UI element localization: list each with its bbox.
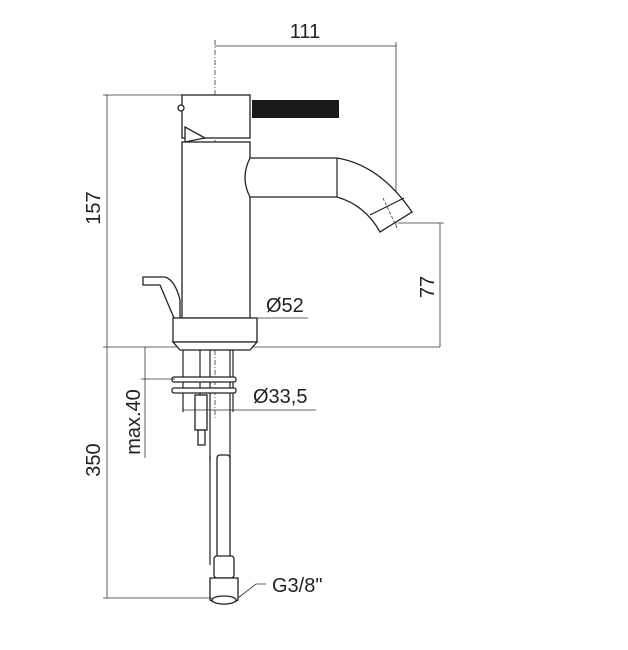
dim-max-deck-label: max.40 — [123, 389, 145, 455]
dim-base-diameter: Ø52 — [173, 295, 308, 319]
dim-shank-diameter-label: Ø33,5 — [253, 386, 307, 408]
dim-base-diameter-label: Ø52 — [266, 295, 304, 317]
body-cylinder — [181, 141, 251, 319]
dim-hose-length: 350 — [83, 347, 212, 599]
dim-hose-length-label: 350 — [83, 443, 105, 476]
base-ring — [172, 317, 258, 343]
callout-hose-connection: G3/8" — [237, 575, 322, 599]
dim-shank-diameter: Ø33,5 — [183, 386, 316, 411]
under-deck-assembly — [171, 350, 239, 605]
flexible-hose — [216, 454, 231, 566]
handle-hub — [181, 94, 251, 139]
dim-spout-height: 77 — [398, 222, 444, 347]
spout — [244, 157, 413, 233]
dim-total-height-label: 157 — [83, 191, 105, 224]
lever-handle — [252, 100, 339, 118]
dim-max-deck: max.40 — [123, 347, 175, 458]
dim-spout-height-label: 77 — [417, 276, 439, 298]
dim-spout-reach-label: 111 — [290, 21, 320, 43]
hose-nut-top — [213, 555, 235, 579]
popup-lever — [142, 276, 181, 319]
washer — [171, 376, 237, 383]
washer — [171, 387, 237, 394]
popup-rod — [194, 394, 208, 431]
faucet-body — [142, 94, 413, 351]
callout-hose-connection-label: G3/8" — [272, 575, 322, 597]
dim-total-height: 157 — [83, 94, 440, 348]
